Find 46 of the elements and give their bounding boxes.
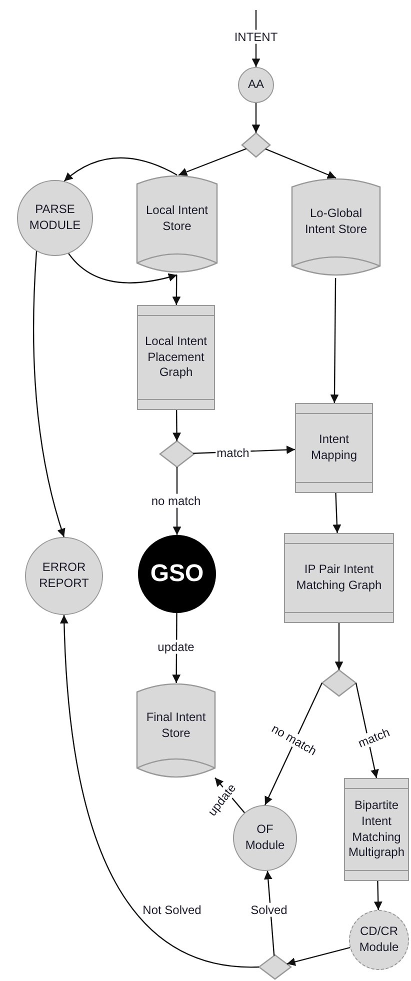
decision-diamond bbox=[160, 441, 194, 467]
node-label: Local Intent Store bbox=[144, 203, 210, 235]
node-label: Local Intent Placement Graph bbox=[144, 334, 208, 381]
process-box bbox=[284, 533, 394, 623]
node-label: Bipartite Intent Matching Multigraph bbox=[347, 798, 406, 861]
edge-label: INTENT bbox=[233, 30, 279, 44]
process-box bbox=[295, 403, 373, 493]
arrow bbox=[172, 410, 181, 442]
data-store-cylinder bbox=[137, 175, 217, 275]
arrow bbox=[374, 880, 382, 910]
node-label: GSO bbox=[149, 559, 205, 590]
edge-label: match bbox=[216, 446, 250, 460]
node-label: CD/CR Module bbox=[358, 924, 400, 956]
arrow bbox=[330, 278, 339, 403]
arrow bbox=[332, 492, 342, 534]
decision-diamond bbox=[322, 670, 356, 696]
arrow bbox=[252, 103, 260, 133]
data-store-cylinder bbox=[292, 178, 380, 278]
node-label: IP Pair Intent Matching Graph bbox=[295, 562, 383, 594]
arrow bbox=[60, 614, 260, 968]
data-store-cylinder bbox=[137, 683, 215, 780]
decision-diamond bbox=[242, 133, 270, 157]
arrow bbox=[286, 946, 350, 966]
node-label: ERROR REPORT bbox=[38, 560, 90, 592]
arrow bbox=[265, 148, 336, 179]
node-label: Intent Mapping bbox=[310, 432, 358, 464]
circle-node bbox=[238, 67, 274, 103]
arrow bbox=[334, 623, 344, 670]
node-label: OF Module bbox=[244, 822, 286, 854]
arrow bbox=[264, 682, 323, 806]
node-label: PARSE MODULE bbox=[28, 202, 82, 234]
process-box bbox=[344, 778, 409, 881]
edge-label: Solved bbox=[250, 902, 288, 918]
arrow bbox=[32, 251, 66, 538]
decision-diamond bbox=[259, 955, 291, 979]
arrow bbox=[64, 157, 178, 182]
node-label: Final Intent Store bbox=[145, 710, 207, 742]
edge-label: update bbox=[156, 640, 196, 654]
process-box bbox=[137, 305, 215, 410]
arrow bbox=[68, 253, 178, 284]
arrow bbox=[178, 148, 247, 176]
edge-label: no match bbox=[150, 494, 202, 508]
edge-label: Not Solved bbox=[142, 902, 202, 918]
node-label: AA bbox=[246, 77, 265, 93]
arrow bbox=[172, 275, 181, 305]
node-label: Lo-Global Intent Store bbox=[304, 206, 368, 238]
